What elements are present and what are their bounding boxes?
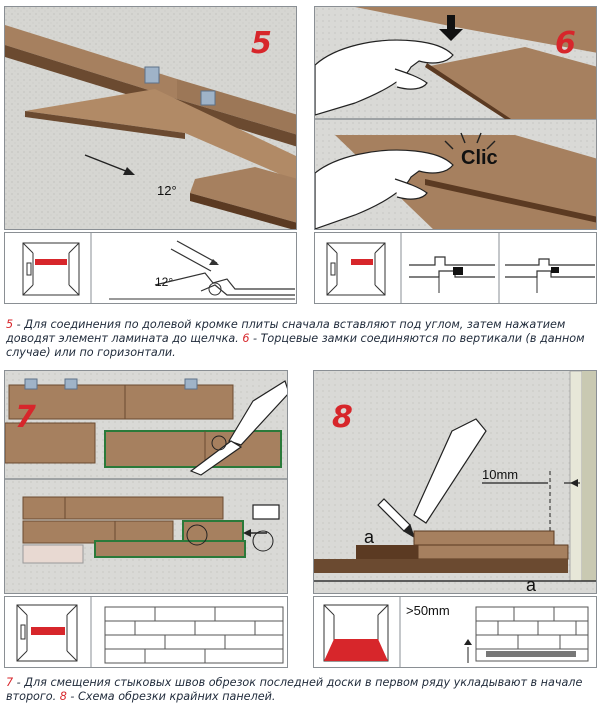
panel-step-7: 7 bbox=[4, 370, 288, 594]
panel-5-detail-strip: 12° bbox=[4, 232, 297, 304]
step-number-8: 8 bbox=[332, 400, 353, 435]
step-number-5: 5 bbox=[251, 26, 272, 61]
panel-5-detail-drawings bbox=[22, 233, 295, 303]
panel-7-detail-strip bbox=[4, 596, 288, 668]
mark-a-bottom: a bbox=[526, 575, 537, 594]
panel-6-detail-drawings bbox=[326, 233, 595, 303]
caption-step-5-number: 5 bbox=[6, 318, 14, 331]
caption-step-8-text: - Схема обрезки крайних панелей. bbox=[66, 690, 276, 703]
panel-step-5: 5 12° bbox=[4, 6, 297, 230]
caption-step-7-number: 7 bbox=[6, 676, 14, 689]
room-diagram-icon bbox=[326, 242, 386, 296]
panel-step-6: 6 Clic bbox=[314, 6, 597, 230]
step-number-6: 6 bbox=[555, 26, 576, 61]
hand-top-icon bbox=[315, 39, 454, 116]
brick-pattern-diagram bbox=[475, 606, 589, 662]
panel-6-detail-strip bbox=[314, 232, 597, 304]
brick-pattern-diagram bbox=[104, 606, 284, 664]
click-rays-icon bbox=[444, 132, 496, 150]
caption-step-8-number: 8 bbox=[59, 690, 67, 703]
caption-step-6-number: 6 bbox=[242, 332, 250, 345]
caption-step-7-text: - Для смещения стыковых швов обрезок пос… bbox=[6, 676, 583, 703]
room-diagram-icon bbox=[16, 604, 78, 662]
detail-angle-label: 12° bbox=[155, 275, 174, 289]
room-diagram-icon bbox=[22, 242, 80, 296]
panel-7-detail-drawings bbox=[16, 597, 284, 667]
step-number-7: 7 bbox=[15, 400, 36, 435]
hand-saw-icon-top bbox=[189, 380, 287, 476]
panel-8-detail-drawings bbox=[323, 597, 589, 667]
caption-step-5-text: - Для соединения по долевой кромке плиты… bbox=[6, 318, 566, 345]
end-lock-click-illustration bbox=[315, 7, 596, 229]
min-length-label: >50mm bbox=[406, 603, 450, 618]
hand-saw-icon bbox=[413, 418, 487, 524]
hand-bottom-icon bbox=[315, 149, 454, 229]
mark-a-top: a bbox=[364, 527, 375, 547]
saw-handle-icon bbox=[252, 504, 280, 520]
pencil-icon bbox=[377, 498, 416, 539]
offset-last-board-illustration bbox=[5, 371, 287, 593]
panel-8-detail-strip: >50mm bbox=[313, 596, 597, 668]
caption-steps-7-8: 7 - Для смещения стыковых швов обрезок п… bbox=[6, 676, 594, 704]
angle-label: 12° bbox=[157, 183, 177, 198]
click-label: Clic bbox=[461, 147, 498, 169]
edge-cut-scheme-illustration bbox=[314, 371, 596, 593]
room-diagram-icon bbox=[323, 604, 389, 662]
laminate-angle-illustration bbox=[5, 7, 296, 229]
caption-steps-5-6: 5 - Для соединения по долевой кромке пли… bbox=[6, 318, 594, 360]
panel-step-8: 8 10mm a a bbox=[313, 370, 597, 594]
press-down-arrow-icon bbox=[439, 15, 463, 41]
caption-step-6-text: - Торцевые замки соединяются по вертикал… bbox=[6, 332, 585, 359]
gap-dimension-label: 10mm bbox=[482, 467, 519, 482]
